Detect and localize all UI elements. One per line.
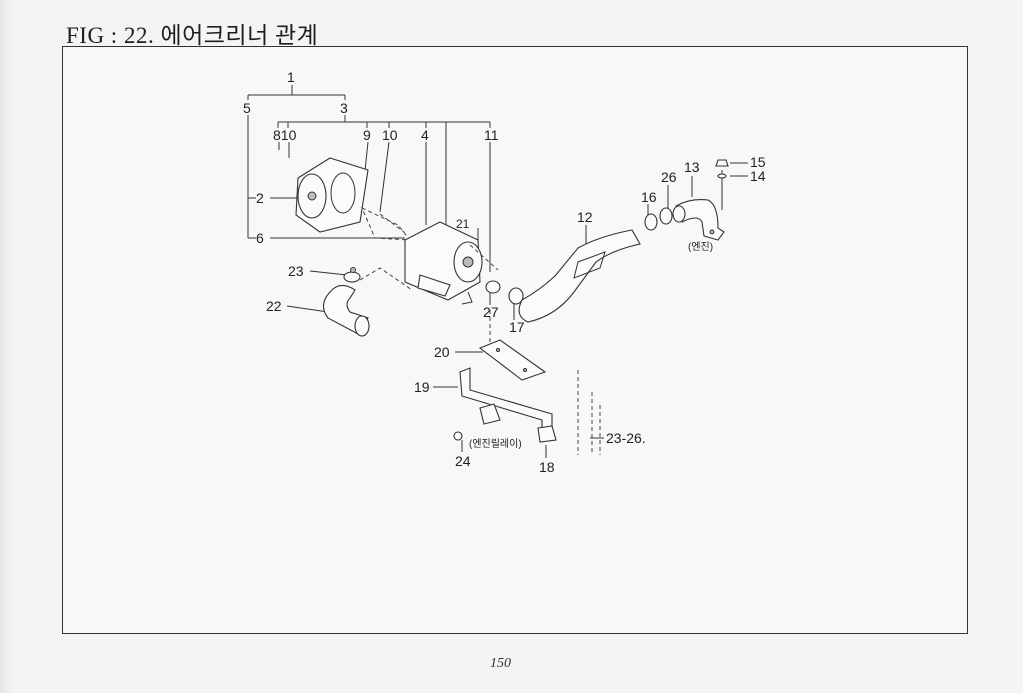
callout-11: 11 [484, 127, 499, 143]
callout-labels: 1 5 3 810 9 10 4 11 2 6 21 23 22 27 17 1… [243, 69, 766, 475]
relay-24 [453, 403, 501, 441]
callout-12: 12 [577, 209, 593, 225]
callout-5: 5 [243, 100, 251, 116]
callout-26: 26 [661, 169, 677, 185]
frame-rails [577, 370, 601, 455]
callout-17: 17 [509, 319, 525, 335]
callout-22: 22 [266, 298, 282, 314]
diagram-frame [62, 46, 968, 634]
clamp-27 [485, 280, 501, 294]
callout-19: 19 [414, 379, 430, 395]
intake-hose-22 [322, 267, 413, 337]
callout-24: 24 [455, 453, 471, 469]
callout-3: 3 [340, 100, 348, 116]
engine-note: (엔진) [688, 241, 713, 253]
callout-1: 1 [287, 69, 295, 85]
elbow-pipe-13 [672, 199, 725, 241]
callout-16: 16 [641, 189, 657, 205]
callout-18: 18 [539, 459, 555, 475]
callout-6: 6 [256, 230, 264, 246]
bolt-15 [715, 159, 729, 167]
figure-title: FIG : 22. 에어크리너 관계 [66, 23, 319, 48]
air-cleaner-element [295, 157, 369, 233]
callout-23-26: 23-26. [606, 430, 646, 446]
air-cleaner-housing [404, 221, 499, 305]
callout-14: 14 [750, 168, 766, 184]
relay-18 [537, 425, 557, 443]
callout-2: 2 [256, 190, 264, 206]
filter-cartridge [361, 206, 412, 241]
callout-27: 27 [483, 304, 499, 320]
intake-pipe-12 [518, 229, 641, 323]
callout-10: 10 [382, 127, 398, 143]
washer-14 [717, 173, 727, 179]
connector-26 [659, 207, 673, 225]
callout-21: 21 [456, 217, 470, 231]
callout-4: 4 [421, 127, 429, 143]
hose-clamp-17 [508, 287, 524, 305]
clamp-23 [343, 267, 361, 283]
leader-lines [247, 85, 748, 458]
scan-margin [0, 0, 12, 693]
callout-15: 15 [750, 154, 766, 170]
connector-16 [644, 213, 658, 231]
callout-13: 13 [684, 159, 700, 175]
callout-9: 9 [363, 127, 371, 143]
bracket-20 [478, 339, 547, 381]
callout-23: 23 [288, 263, 304, 279]
page-number: 150 [490, 656, 511, 671]
callout-20: 20 [434, 344, 450, 360]
engine-relay-note: (엔진릴레이) [469, 437, 522, 450]
callout-8-10: 810 [273, 127, 297, 143]
